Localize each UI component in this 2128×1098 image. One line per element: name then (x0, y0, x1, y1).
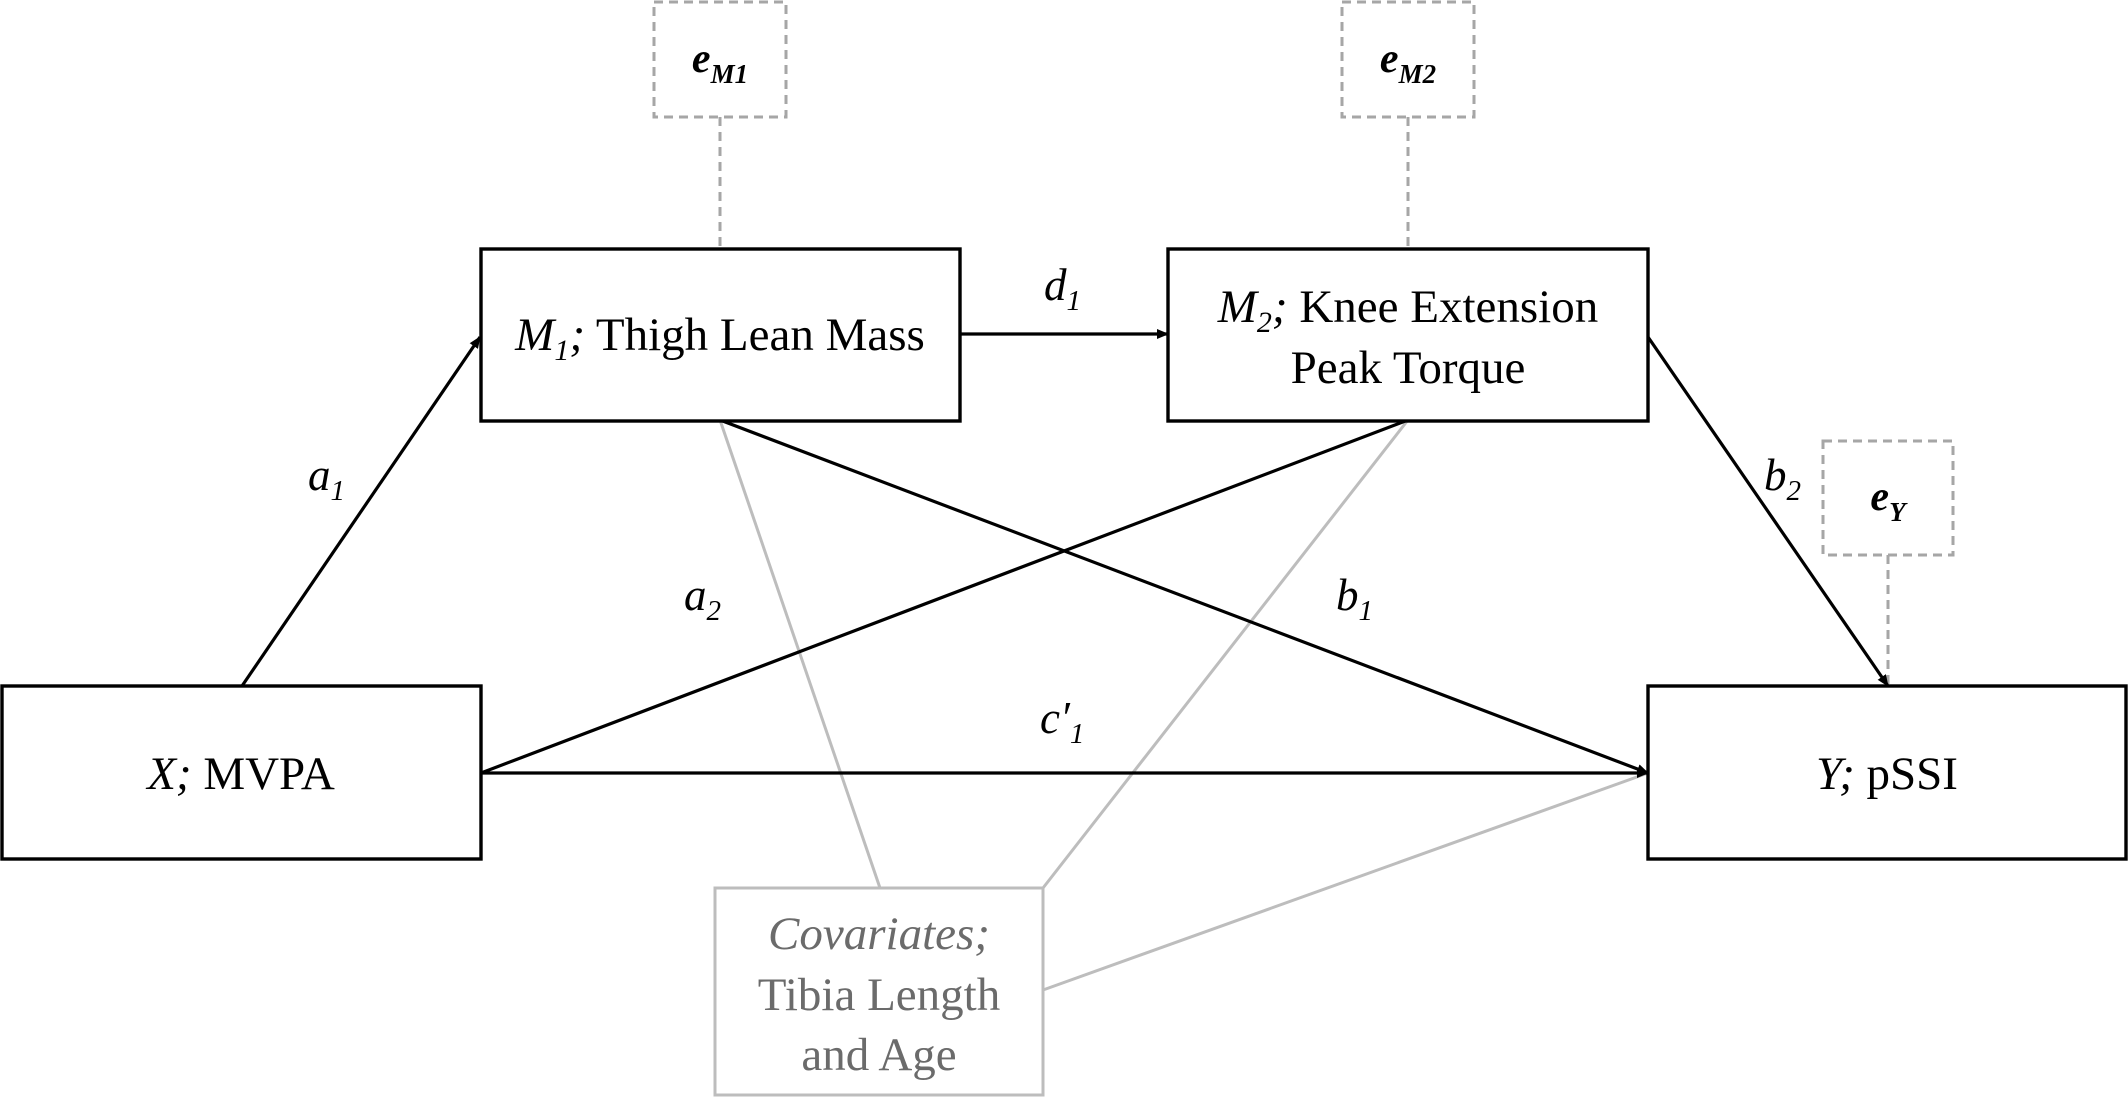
covariates-node (713, 886, 1045, 1097)
x-node (0, 684, 483, 861)
covariates-line3: and Age (801, 1029, 956, 1081)
path-b1-arrow (719, 418, 1649, 775)
path-b2-arrow (1646, 336, 1890, 687)
em1-box (652, 0, 788, 119)
covariates-title: Covariates; (768, 908, 990, 960)
m2-label-line1: M2; Knee Extension (1217, 281, 1598, 339)
ey-label: eY (1870, 474, 1908, 527)
em2-box (1340, 0, 1476, 119)
path-c1-label: c′1 (1040, 693, 1084, 750)
ey-box (1821, 439, 1955, 557)
path-b2-label: b2 (1764, 450, 1801, 507)
y-label: Y; pSSI (1816, 748, 1958, 800)
em1-label: eM1 (692, 36, 748, 89)
x-label: X; MVPA (145, 748, 335, 800)
m2-label-line2: Peak Torque (1291, 342, 1526, 394)
em2-label: eM2 (1380, 36, 1436, 89)
m1-label: M1; Thigh Lean Mass (514, 309, 925, 367)
path-a1-label: a1 (308, 450, 345, 507)
covariate-to-m1-line (718, 419, 882, 889)
covariate-to-m2-line (1041, 419, 1410, 889)
covariates-line2: Tibia Length (758, 969, 1000, 1021)
path-d1-label: d1 (1044, 260, 1081, 317)
path-a1-arrow (240, 336, 482, 687)
path-a2-arrow (480, 418, 1409, 775)
m1-node (479, 247, 962, 423)
m2-node (1166, 247, 1650, 423)
y-node (1646, 684, 2128, 861)
path-b1-label: b1 (1336, 570, 1373, 627)
path-a2-label: a2 (684, 570, 721, 627)
covariate-to-y-line (1042, 771, 1649, 992)
